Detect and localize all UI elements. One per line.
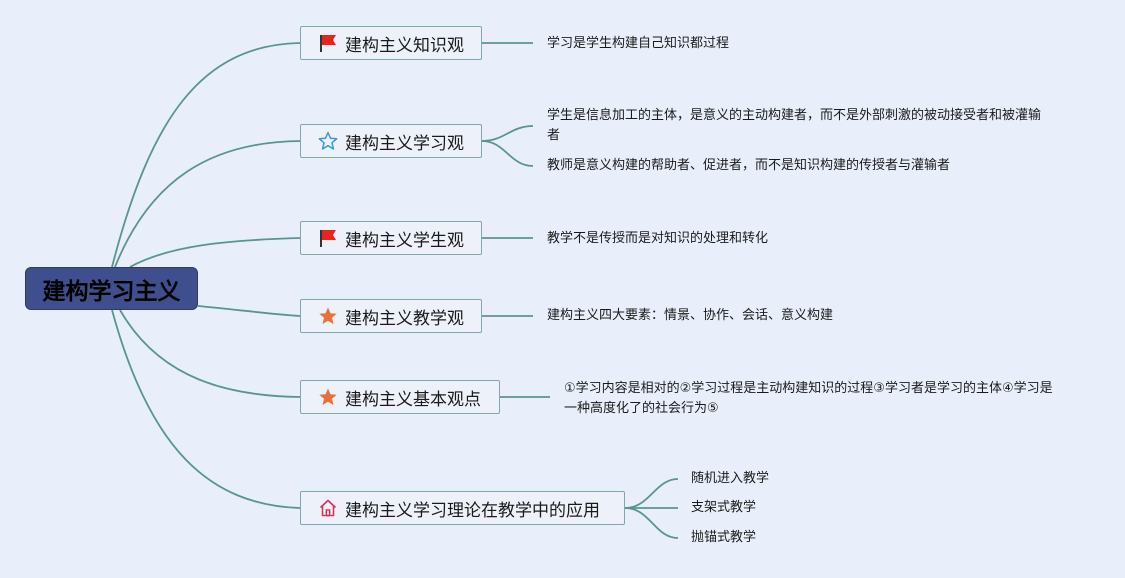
leaf-text: 支架式教学 [691,500,757,515]
root-topic[interactable]: 建构学习主义 [25,267,198,310]
orange-star-icon [317,306,339,326]
connector-root-topic-4 [197,305,301,317]
leaf-text: 教师是意义构建的帮助者、促进者，而不是知识构建的传授者与灌输者 [547,158,951,173]
connector-root-topic-2 [114,140,301,268]
connector-topic-2-leaf-2 [481,140,534,167]
connector-topic-6-leaf-1 [624,478,679,509]
topic-label: 建构主义知识观 [345,35,464,56]
topic-label: 建构主义基本观点 [345,389,481,410]
topic-student-view[interactable]: 建构主义学生观 [300,221,482,255]
connector-topic-2-leaf-1 [481,125,534,142]
topic-learning-view[interactable]: 建构主义学习观 [300,124,482,158]
orange-star-icon [317,387,339,407]
leaf-text: 随机进入教学 [691,471,770,486]
leaf-text: 建构主义四大要素：情景、协作、会话、意义构建 [547,308,834,323]
leaf-text: 抛锚式教学 [691,530,757,545]
connector-root-topic-1 [111,42,301,268]
connector-topic-6-leaf-3 [624,507,679,539]
topic-basic-viewpoints[interactable]: 建构主义基本观点 [300,380,500,414]
blue-star-outline-icon [317,131,339,151]
root-topic-label: 建构学习主义 [42,278,181,305]
topic-knowledge-view[interactable]: 建构主义知识观 [300,26,482,60]
connector-root-topic-6 [111,309,301,509]
topic-label: 建构主义教学观 [345,308,464,329]
leaf-text: 学习是学生构建自己知识都过程 [547,36,730,51]
house-icon [317,498,339,518]
topic-label: 建构主义学生观 [345,230,464,251]
topic-teaching-view[interactable]: 建构主义教学观 [300,299,482,333]
leaf-text: 教学不是传授而是对知识的处理和转化 [547,231,769,246]
leaf-text: ①学习内容是相对的②学习过程是主动构建知识的过程③学习者是学习的主体④学习是一种… [564,381,1053,416]
leaf-text: 学生是信息加工的主体，是意义的主动构建者，而不是外部刺激的被动接受者和被灌输者 [547,108,1042,143]
connector-root-topic-5 [119,309,301,398]
topic-application-in-teaching[interactable]: 建构主义学习理论在教学中的应用 [300,491,625,525]
red-flag-icon [317,228,339,248]
red-flag-icon [317,33,339,53]
topic-label: 建构主义学习观 [345,133,464,154]
topic-label: 建构主义学习理论在教学中的应用 [345,500,600,521]
connector-root-topic-3 [129,237,301,268]
